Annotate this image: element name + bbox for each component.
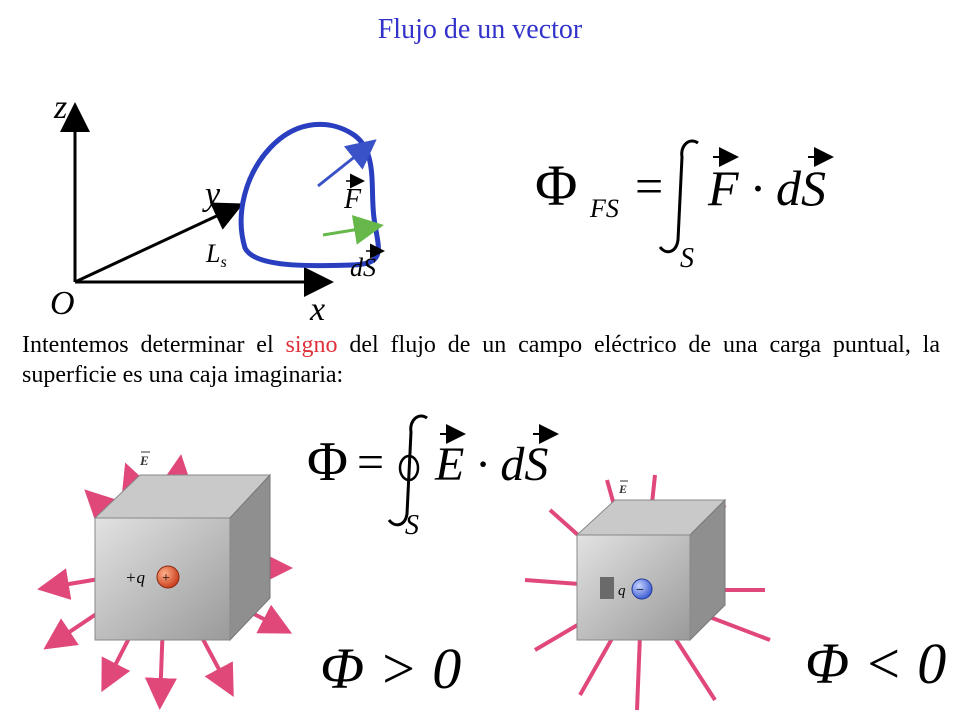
charge-symbol: − [636,583,644,598]
imaginary-box [93,473,272,642]
negative-flux-result: Φ < 0 [805,631,947,696]
flux-diagram: z y x O Ls F dS [50,89,385,328]
integrand: E · dS [434,438,548,491]
axis-z-label: z [53,89,67,126]
positive-flux-result: Φ > 0 [320,636,462,701]
paragraph-highlight: signo [285,332,338,358]
closed-integral-circle [398,454,420,482]
field-label: E [618,482,627,496]
curve-label-main: L [205,239,220,268]
curve-label-sub: s [220,254,226,271]
charge-label: +q [125,568,145,587]
slide-title: Flujo de un vector [377,14,583,45]
flux-formula: Φ FS = F · dS S [535,139,834,274]
integral-sign [658,139,699,254]
negative-charge-figure: − q E [524,474,771,711]
paragraph-after: del flujo de un campo eléctrico de una c… [22,332,941,388]
imaginary-box [575,498,727,642]
integral-limit: S [680,243,694,274]
charge-symbol: + [162,571,170,586]
phi-symbol: Φ [307,431,348,493]
vector-dS-label: dS [350,253,376,282]
origin-label: O [50,285,75,322]
vector-F-arrow [317,139,377,188]
integral-limit: S [405,510,419,541]
closed-integral-sign [387,414,428,527]
curve-label: Ls [205,239,227,271]
negative-charge [631,578,653,600]
positive-charge [156,565,180,589]
equals-sign: = [635,158,663,214]
closed-flux-formula: Φ = E · dS S [307,414,559,541]
y-axis [74,202,244,284]
integrand: F · dS [707,160,826,216]
charge-label: q [618,583,626,599]
equals-sign: = [357,436,384,489]
phi-subscript: FS [589,194,619,223]
axis-x-label: x [309,291,325,328]
gray-marker [600,577,614,599]
vector-dS-arrow [322,215,384,245]
axis-y-label: y [202,176,221,213]
positive-charge-figure: + +q E [37,451,293,710]
phi-symbol: Φ [535,153,577,218]
vector-F-label: F [343,184,362,215]
explanation-paragraph: Intentemos determinar el signo del flujo… [22,330,940,390]
field-label: E [139,453,149,468]
paragraph-before: Intentemos determinar el [22,332,286,358]
